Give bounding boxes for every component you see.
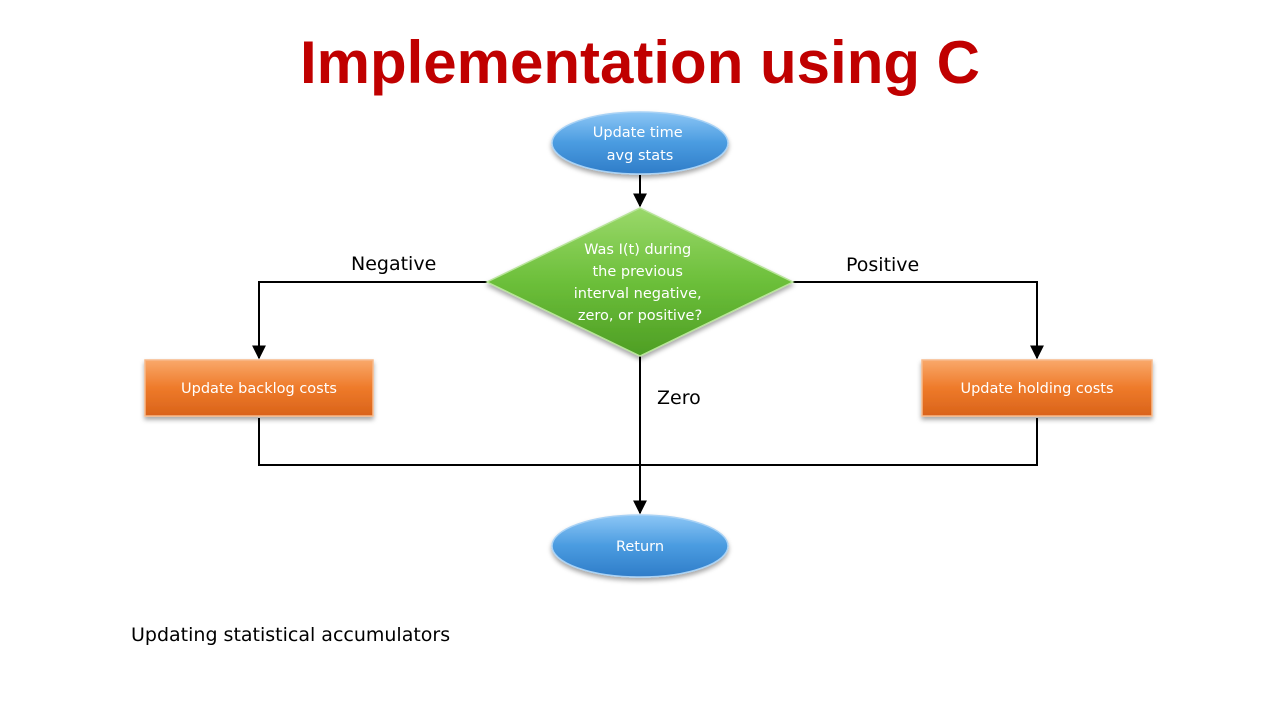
return-node: Return xyxy=(551,514,729,578)
connector-lines xyxy=(252,175,1044,515)
svg-text:Update holding costs: Update holding costs xyxy=(960,381,1113,397)
slide-title: Implementation using C xyxy=(299,29,981,96)
start-node-label-line-1: Update time xyxy=(593,125,683,141)
decision-node-shape xyxy=(485,207,795,357)
edge-label-negative: Negative xyxy=(351,253,436,275)
svg-text:Update time avg stats: Update time avg stats xyxy=(593,125,688,164)
edge-positive xyxy=(793,281,1044,360)
edge-label-positive: Positive xyxy=(846,254,919,276)
start-node: Update time avg stats xyxy=(551,111,729,175)
start-node-shape xyxy=(551,111,729,175)
edge-backlog-merge xyxy=(258,418,640,466)
decision-node: Was I(t) during the previous interval ne… xyxy=(485,207,795,357)
backlog-node-shape xyxy=(144,359,374,417)
decision-node-label-line-1: Was I(t) during xyxy=(584,242,691,258)
edge-holding-merge xyxy=(640,418,1038,466)
svg-text:Update backlog costs: Update backlog costs xyxy=(181,381,337,397)
backlog-node-label: Update backlog costs xyxy=(181,381,337,397)
holding-node-label: Update holding costs xyxy=(960,381,1113,397)
return-node-label: Return xyxy=(616,539,664,555)
holding-node-shape xyxy=(921,359,1153,417)
decision-node-label-line-4: zero, or positive? xyxy=(578,308,702,324)
slide-caption: Updating statistical accumulators xyxy=(131,624,451,646)
decision-node-label-line-2: the previous xyxy=(592,264,682,280)
start-node-label-line-2: avg stats xyxy=(607,148,674,164)
edge-label-zero: Zero xyxy=(657,387,701,409)
svg-text:Was I(t) during the prev: Was I(t) during the previous interval ne… xyxy=(574,242,707,324)
holding-node: Update holding costs xyxy=(921,359,1153,417)
svg-text:Return: Return xyxy=(616,539,664,555)
return-node-shape xyxy=(551,514,729,578)
decision-node-label-line-3: interval negative, xyxy=(574,286,702,302)
backlog-node: Update backlog costs xyxy=(144,359,374,417)
edge-negative xyxy=(252,281,487,360)
